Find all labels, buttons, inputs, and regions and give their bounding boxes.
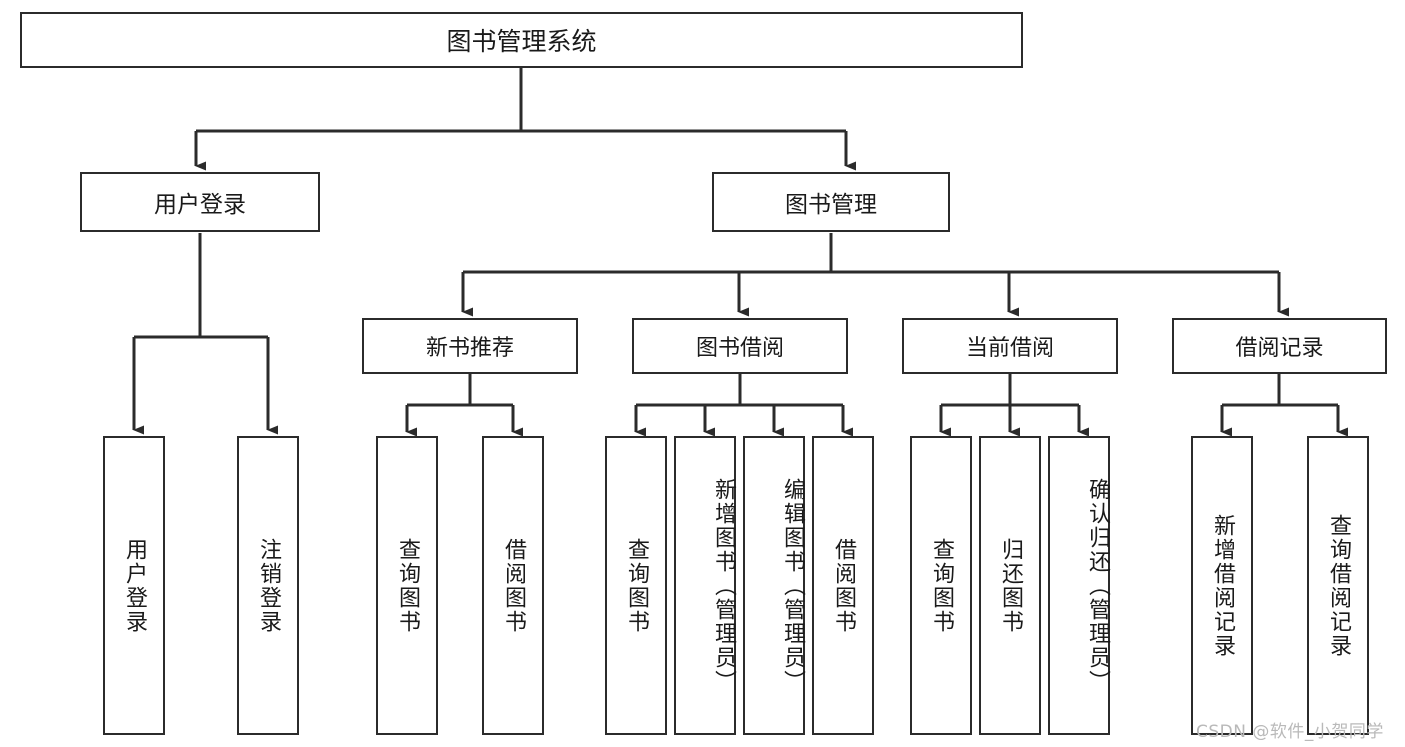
node-label: 新增借阅记录 xyxy=(1210,513,1235,658)
leaf-current-borrow-query[interactable]: 查询图书 xyxy=(910,436,972,735)
node-borrow-record[interactable]: 借阅记录 xyxy=(1172,318,1387,374)
node-label: 查询图书 xyxy=(624,537,649,634)
node-root-system[interactable]: 图书管理系统 xyxy=(20,12,1023,68)
node-user-login[interactable]: 用户登录 xyxy=(80,172,320,232)
leaf-new-book-query[interactable]: 查询图书 xyxy=(376,436,438,735)
node-label: 查询图书 xyxy=(395,537,420,634)
leaf-user-login-logout[interactable]: 注销登录 xyxy=(237,436,299,735)
node-new-book-recommend[interactable]: 新书推荐 xyxy=(362,318,578,374)
node-label: 查询图书 xyxy=(929,537,954,634)
node-label: 新书推荐 xyxy=(425,336,514,361)
node-label: 借阅记录 xyxy=(1235,336,1324,361)
leaf-user-login-login[interactable]: 用户登录 xyxy=(103,436,165,735)
leaf-current-borrow-confirm-return[interactable]: 确认归还（管理员） xyxy=(1048,436,1110,735)
leaf-book-borrow-query[interactable]: 查询图书 xyxy=(605,436,667,735)
leaf-book-borrow-add[interactable]: 新增图书（管理员） xyxy=(674,436,736,735)
leaf-current-borrow-return[interactable]: 归还图书 xyxy=(979,436,1041,735)
node-label: 注销登录 xyxy=(256,537,281,634)
node-label: 编辑图书（管理员） xyxy=(780,477,805,694)
node-label: 用户登录 xyxy=(122,537,147,634)
node-label: 新增图书（管理员） xyxy=(711,477,736,694)
leaf-borrow-record-add[interactable]: 新增借阅记录 xyxy=(1191,436,1253,735)
node-label: 借阅图书 xyxy=(831,537,856,634)
node-book-borrow[interactable]: 图书借阅 xyxy=(632,318,848,374)
node-label: 借阅图书 xyxy=(501,537,526,634)
leaf-book-borrow-borrow[interactable]: 借阅图书 xyxy=(812,436,874,735)
node-label: 图书管理系统 xyxy=(446,27,597,56)
node-label: 归还图书 xyxy=(998,537,1023,634)
node-current-borrow[interactable]: 当前借阅 xyxy=(902,318,1118,374)
node-label: 当前借阅 xyxy=(965,336,1054,361)
node-label: 图书管理 xyxy=(785,192,877,218)
node-label: 用户登录 xyxy=(154,192,246,218)
leaf-borrow-record-query[interactable]: 查询借阅记录 xyxy=(1307,436,1369,735)
node-label: 确认归还（管理员） xyxy=(1085,477,1110,694)
node-label: 查询借阅记录 xyxy=(1326,513,1351,658)
node-label: 图书借阅 xyxy=(695,336,784,361)
csdn-watermark: CSDN @软件_小贺同学 xyxy=(1196,722,1384,742)
leaf-book-borrow-edit[interactable]: 编辑图书（管理员） xyxy=(743,436,805,735)
node-book-management[interactable]: 图书管理 xyxy=(712,172,950,232)
leaf-new-book-borrow[interactable]: 借阅图书 xyxy=(482,436,544,735)
